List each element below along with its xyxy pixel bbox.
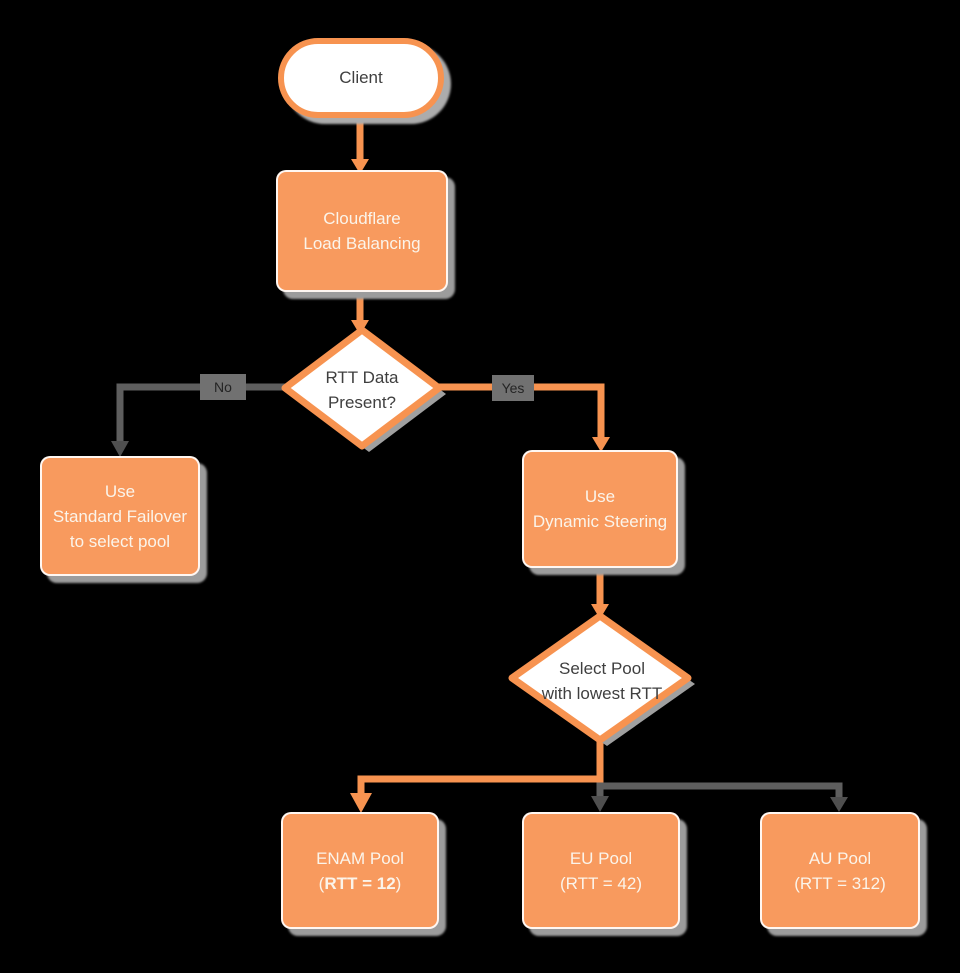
enam-rtt-close-paren: )	[395, 873, 402, 893]
load-balancing-line2: Load Balancing	[303, 234, 421, 253]
eu-pool-node: EU Pool (RTT = 42)	[522, 812, 680, 929]
load-balancing-line1: Cloudflare	[323, 209, 401, 228]
arrow-into-failover-icon	[111, 441, 129, 457]
edge-label-yes: Yes	[492, 375, 534, 401]
standard-failover-line2: Standard Failover	[52, 506, 188, 526]
arrow-into-au-icon	[830, 797, 848, 812]
enam-pool-line1: ENAM Pool	[316, 848, 404, 868]
standard-failover-node: Use Standard Failover to select pool	[40, 456, 200, 576]
arrowheads	[111, 159, 848, 813]
dynamic-steering-line2: Dynamic Steering	[532, 512, 668, 531]
standard-failover-line1: Use	[104, 481, 136, 501]
eu-pool-line2: (RTT = 42)	[559, 873, 643, 893]
arrow-into-enam-icon	[350, 793, 372, 813]
rtt-decision-shape	[281, 326, 446, 452]
select-pool-shape	[508, 612, 695, 746]
arrow-into-select-pool-icon	[591, 604, 609, 619]
arrow-into-eu-icon	[591, 796, 609, 812]
rtt-decision-diamond: RTT Data Present?	[272, 325, 452, 455]
enam-rtt-open-paren: (	[318, 873, 325, 893]
rtt-decision-line2: Present?	[327, 393, 397, 412]
au-pool-node: AU Pool (RTT = 312)	[760, 812, 920, 929]
enam-pool-node: ENAM Pool (RTT = 12)	[281, 812, 439, 929]
orange-connectors	[356, 112, 605, 794]
standard-failover-line3: to select pool	[69, 531, 171, 551]
dynamic-steering-line1: Use	[584, 487, 616, 506]
arrow-into-loadbalancer-icon	[351, 159, 369, 174]
select-pool-line1: Select Pool	[559, 659, 645, 678]
select-pool-diamond: Select Pool with lowest RTT	[504, 611, 700, 751]
edge-label-no: No	[200, 374, 246, 400]
au-pool-line1: AU Pool	[808, 848, 872, 868]
gray-connectors	[116, 383, 843, 799]
enam-pool-line2: (RTT = 12)	[319, 871, 402, 896]
client-node: Client	[278, 38, 444, 118]
enam-rtt-value: RTT = 12	[324, 873, 396, 893]
rtt-decision-line1: RTT Data	[325, 368, 399, 387]
au-pool-line2: (RTT = 312)	[794, 873, 886, 893]
arrow-into-dynamic-steering-icon	[592, 437, 610, 452]
dynamic-steering-node: Use Dynamic Steering	[522, 450, 678, 568]
eu-pool-line1: EU Pool	[569, 848, 633, 868]
select-pool-line2: with lowest RTT	[541, 684, 663, 703]
load-balancing-node: Cloudflare Load Balancing	[276, 170, 448, 292]
client-label: Client	[339, 68, 383, 87]
